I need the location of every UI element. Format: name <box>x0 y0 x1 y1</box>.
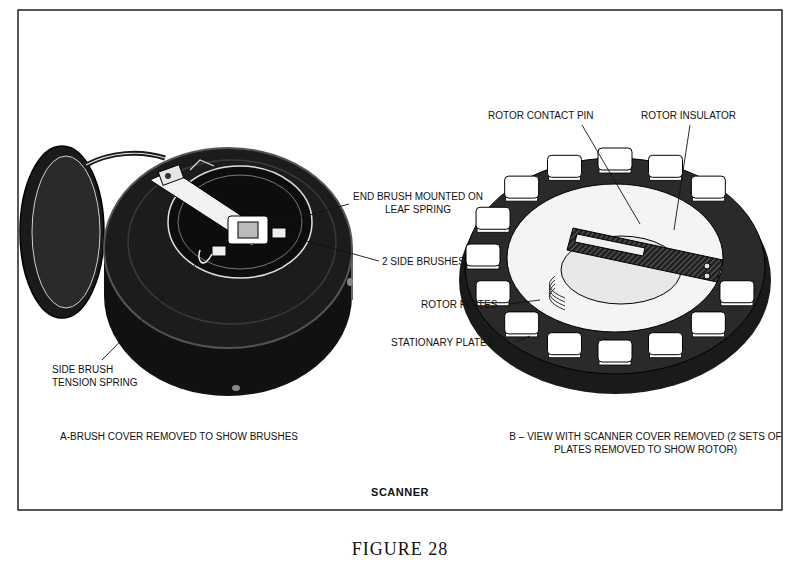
plate-stack <box>649 155 683 180</box>
tension-spring <box>199 250 212 263</box>
scanner-b <box>459 148 771 394</box>
plate-stack <box>720 281 754 306</box>
plate-stack <box>598 340 632 365</box>
view-caption: B – VIEW WITH SCANNER COVER REMOVED (2 S… <box>508 430 783 456</box>
leader-line <box>102 262 198 360</box>
base-rim <box>465 158 765 374</box>
stationary-plate <box>476 207 510 229</box>
stationary-plate <box>598 340 632 362</box>
part-label: ROTOR CONTACT PIN <box>488 109 594 122</box>
plate-stack <box>476 207 510 232</box>
frame <box>18 10 782 510</box>
stationary-plate <box>505 312 539 334</box>
brush-holder <box>238 222 258 238</box>
plate-stack <box>505 312 539 337</box>
part-label: ROTOR PLATES <box>421 298 497 311</box>
drum-top <box>104 148 352 348</box>
leader-line <box>515 336 530 342</box>
leader-line <box>508 300 540 304</box>
hinge-edge <box>86 153 165 165</box>
stationary-plate <box>649 333 683 355</box>
plate-stack <box>691 176 725 201</box>
leader-line <box>270 204 349 226</box>
plate-stack <box>505 176 539 201</box>
rivet <box>704 263 710 269</box>
leader-line <box>288 236 379 261</box>
hinge <box>86 153 165 165</box>
rotor-contact-pin <box>575 234 645 256</box>
stationary-plate <box>547 155 581 177</box>
leader-line <box>582 125 640 224</box>
figure-title: SCANNER <box>371 486 429 499</box>
rivet <box>704 273 710 279</box>
part-label: SIDE BRUSH TENSION SPRING <box>52 363 158 389</box>
stationary-plate <box>691 176 725 198</box>
inner-disc <box>507 184 723 332</box>
stationary-plate <box>649 155 683 177</box>
leader-lines <box>102 125 690 360</box>
rotor-plate <box>549 288 565 310</box>
plate-stack <box>649 333 683 358</box>
brush-cover <box>20 146 104 318</box>
side-brush <box>212 246 226 256</box>
drum-rim <box>128 160 336 324</box>
figure-caption: FIGURE 28 <box>352 539 449 559</box>
stationary-plate <box>505 176 539 198</box>
stationary-plate <box>547 333 581 355</box>
plate-stack <box>691 312 725 337</box>
stationary-plate <box>720 281 754 303</box>
plate-stack <box>547 333 581 358</box>
stationary-plate <box>598 148 632 170</box>
cover-rim <box>32 156 100 308</box>
view-caption: A-BRUSH COVER REMOVED TO SHOW BRUSHES <box>60 430 298 443</box>
side-brush <box>272 228 286 238</box>
spring-mount <box>158 165 183 186</box>
scanner-a <box>20 146 353 396</box>
rivet <box>165 173 171 179</box>
rotor-plate <box>549 284 565 306</box>
stationary-plate <box>466 244 500 266</box>
part-label: 2 SIDE BRUSHES <box>382 255 465 268</box>
end-brush <box>228 216 268 244</box>
screw <box>347 278 353 286</box>
stationary-plate <box>691 312 725 334</box>
leader-lines-light <box>270 204 349 226</box>
plate-stack <box>547 155 581 180</box>
bracket <box>190 160 214 170</box>
part-label: ROTOR INSULATOR <box>641 109 736 122</box>
plate-stack <box>466 244 500 269</box>
leader-line <box>674 125 690 230</box>
part-label: STATIONARY PLATES <box>391 336 493 349</box>
rotor-insulator <box>567 228 723 282</box>
part-label: END BRUSH MOUNTED ON LEAF SPRING <box>353 190 483 216</box>
screw <box>232 385 240 391</box>
